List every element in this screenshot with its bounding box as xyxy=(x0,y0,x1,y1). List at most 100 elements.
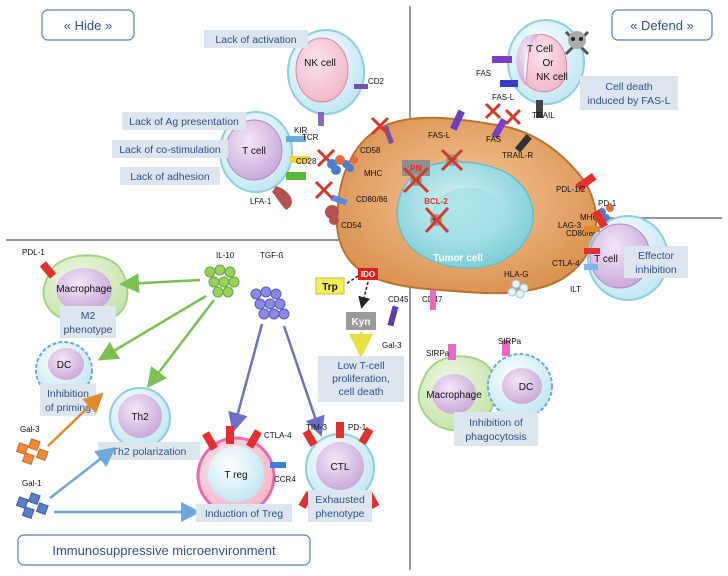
ctl-label: CTL xyxy=(331,462,350,473)
tcell-or-nk: T Cell Or NK cell xyxy=(507,19,585,105)
fas-top-label: FAS xyxy=(476,69,491,78)
kyn-arrow xyxy=(358,281,371,309)
fas-tumor-label: FAS xyxy=(486,135,501,144)
mhc-right-label: MHC xyxy=(580,213,598,222)
effector-inhibition-note: Effector inhibition xyxy=(624,246,688,278)
macrophage-left-label: Macrophage xyxy=(56,284,112,295)
gal3-left-cluster-icon xyxy=(15,438,49,466)
ido-box xyxy=(358,268,378,280)
lfa1-label: LFA-1 xyxy=(250,197,272,206)
pdl-receptor xyxy=(575,172,597,192)
immuno-header: Immunosuppressive microenvironment xyxy=(17,534,311,566)
red-cross-icon xyxy=(314,180,334,200)
kyn-label: Kyn xyxy=(352,317,371,328)
priming-line2: of priming xyxy=(45,402,91,414)
effector-line1: Effector xyxy=(638,250,674,262)
exhausted-line1: Exhausted xyxy=(315,494,365,506)
mhc-cluster-icon xyxy=(327,155,345,175)
cd80-86-label: CD80/86 xyxy=(356,195,388,204)
th2-cell: Th2 xyxy=(109,387,171,449)
lfa1-receptor xyxy=(286,172,306,180)
pdl12-label: PDL-1/2 xyxy=(556,185,586,194)
exhausted-line2: phenotype xyxy=(315,508,364,520)
kyn-box xyxy=(346,312,376,330)
ilt-receptor xyxy=(584,264,598,270)
tgfb-label: TGF-ß xyxy=(260,251,284,260)
gal1-label: Gal-1 xyxy=(22,479,42,488)
cd2-receptor xyxy=(354,84,368,89)
gal1-cluster-icon xyxy=(15,492,49,520)
cd28-label: CD28 xyxy=(296,157,317,166)
macrophage-right: Macrophage xyxy=(417,355,497,432)
tumor-cell: Tumor cell PI9 BCL-2 xyxy=(335,116,598,295)
trp-box xyxy=(315,277,345,295)
lack-adhesion-note: Lack of adhesion xyxy=(120,167,220,185)
fasl-death-line1: Cell death xyxy=(605,81,652,93)
tcell-right-label: T cell xyxy=(594,254,618,265)
ido-label: IDO xyxy=(361,270,375,279)
phago-line1: Inhibition of xyxy=(469,417,523,429)
pd1-ctl-label: PD-1 xyxy=(348,423,367,432)
il10-cluster-icon xyxy=(204,264,240,298)
effector-line2: inhibition xyxy=(635,264,677,276)
tgfb-to-ctl-arrow xyxy=(282,325,325,437)
gal3-tumor-label: Gal-3 xyxy=(382,341,402,350)
cd28-receptor xyxy=(290,156,310,163)
immuno-header-text: Immunosuppressive microenvironment xyxy=(52,543,276,558)
fasl-top-receptor xyxy=(500,80,518,87)
lag3-label: LAG-3 xyxy=(558,221,582,230)
cd45-receptor xyxy=(387,305,399,327)
lack-adhesion-text: Lack of adhesion xyxy=(130,171,210,183)
pd1-right-receptor xyxy=(592,209,608,229)
dc-right: DC xyxy=(487,353,553,419)
exhausted-note: Exhausted phenotype xyxy=(308,490,372,522)
lack-ag-text: Lack of Ag presentation xyxy=(129,116,239,128)
lack-activation-text: Lack of activation xyxy=(215,34,296,46)
il10-to-dc-arrow xyxy=(97,294,207,361)
tgfb-to-treg-arrow xyxy=(228,323,264,433)
il10-label: IL-10 xyxy=(216,251,235,260)
pd1-right-label: PD-1 xyxy=(598,199,617,208)
red-cross-icon xyxy=(440,148,464,172)
lfa1-hook xyxy=(272,186,292,210)
red-cross-icon xyxy=(424,206,450,234)
cd58-label: CD58 xyxy=(360,146,381,155)
ccr4-receptor xyxy=(270,462,286,468)
ctl-cell: CTL xyxy=(305,433,375,503)
sirpa-left-label: SIRPa xyxy=(426,349,450,358)
kir-label: KIR xyxy=(294,126,308,135)
red-cross-icon xyxy=(370,116,390,136)
fas-top-receptor xyxy=(492,56,512,63)
red-cross-icon xyxy=(484,102,502,120)
th2-pol-text: Th2 polarization xyxy=(112,446,187,458)
cd80-receptor xyxy=(330,194,348,206)
th2-note: Th2 polarization xyxy=(98,442,200,460)
lack-activation-note: Lack of activation xyxy=(204,30,308,48)
tcell-or-nk-line2: Or xyxy=(542,58,554,69)
lag3-receptor xyxy=(584,226,600,232)
gal3-left-label: Gal-3 xyxy=(20,425,40,434)
cd47-receptor xyxy=(430,290,436,310)
hlag-molecules xyxy=(507,279,529,299)
pi9-label: PI9 xyxy=(410,164,423,173)
low-tcell-line3: cell death xyxy=(339,386,384,398)
treg-label: T reg xyxy=(224,470,247,481)
sirpa-right-receptor xyxy=(502,340,510,356)
trailr-label: TRAIL-R xyxy=(502,151,533,160)
mhc-receptor xyxy=(342,156,358,172)
fas-receptor xyxy=(491,117,508,139)
fasl-death-note: Cell death induced by FAS-L xyxy=(580,76,678,110)
cd80-86-right-label: CD80/86 xyxy=(566,229,598,238)
lack-costim-note: Lack of co-stimulation xyxy=(112,140,228,158)
trailr-receptor xyxy=(514,134,532,153)
lack-costim-text: Lack of co-stimulation xyxy=(119,144,221,156)
gal1-to-th2-arrow xyxy=(49,446,116,499)
trp-arrow xyxy=(345,275,359,285)
ctla4-right-receptor xyxy=(584,248,600,254)
mhc-label: MHC xyxy=(364,169,382,178)
cd54-label: CD54 xyxy=(341,221,362,230)
macrophage-right-label: Macrophage xyxy=(426,390,482,401)
m2-note: M2 phenotype xyxy=(60,306,116,338)
